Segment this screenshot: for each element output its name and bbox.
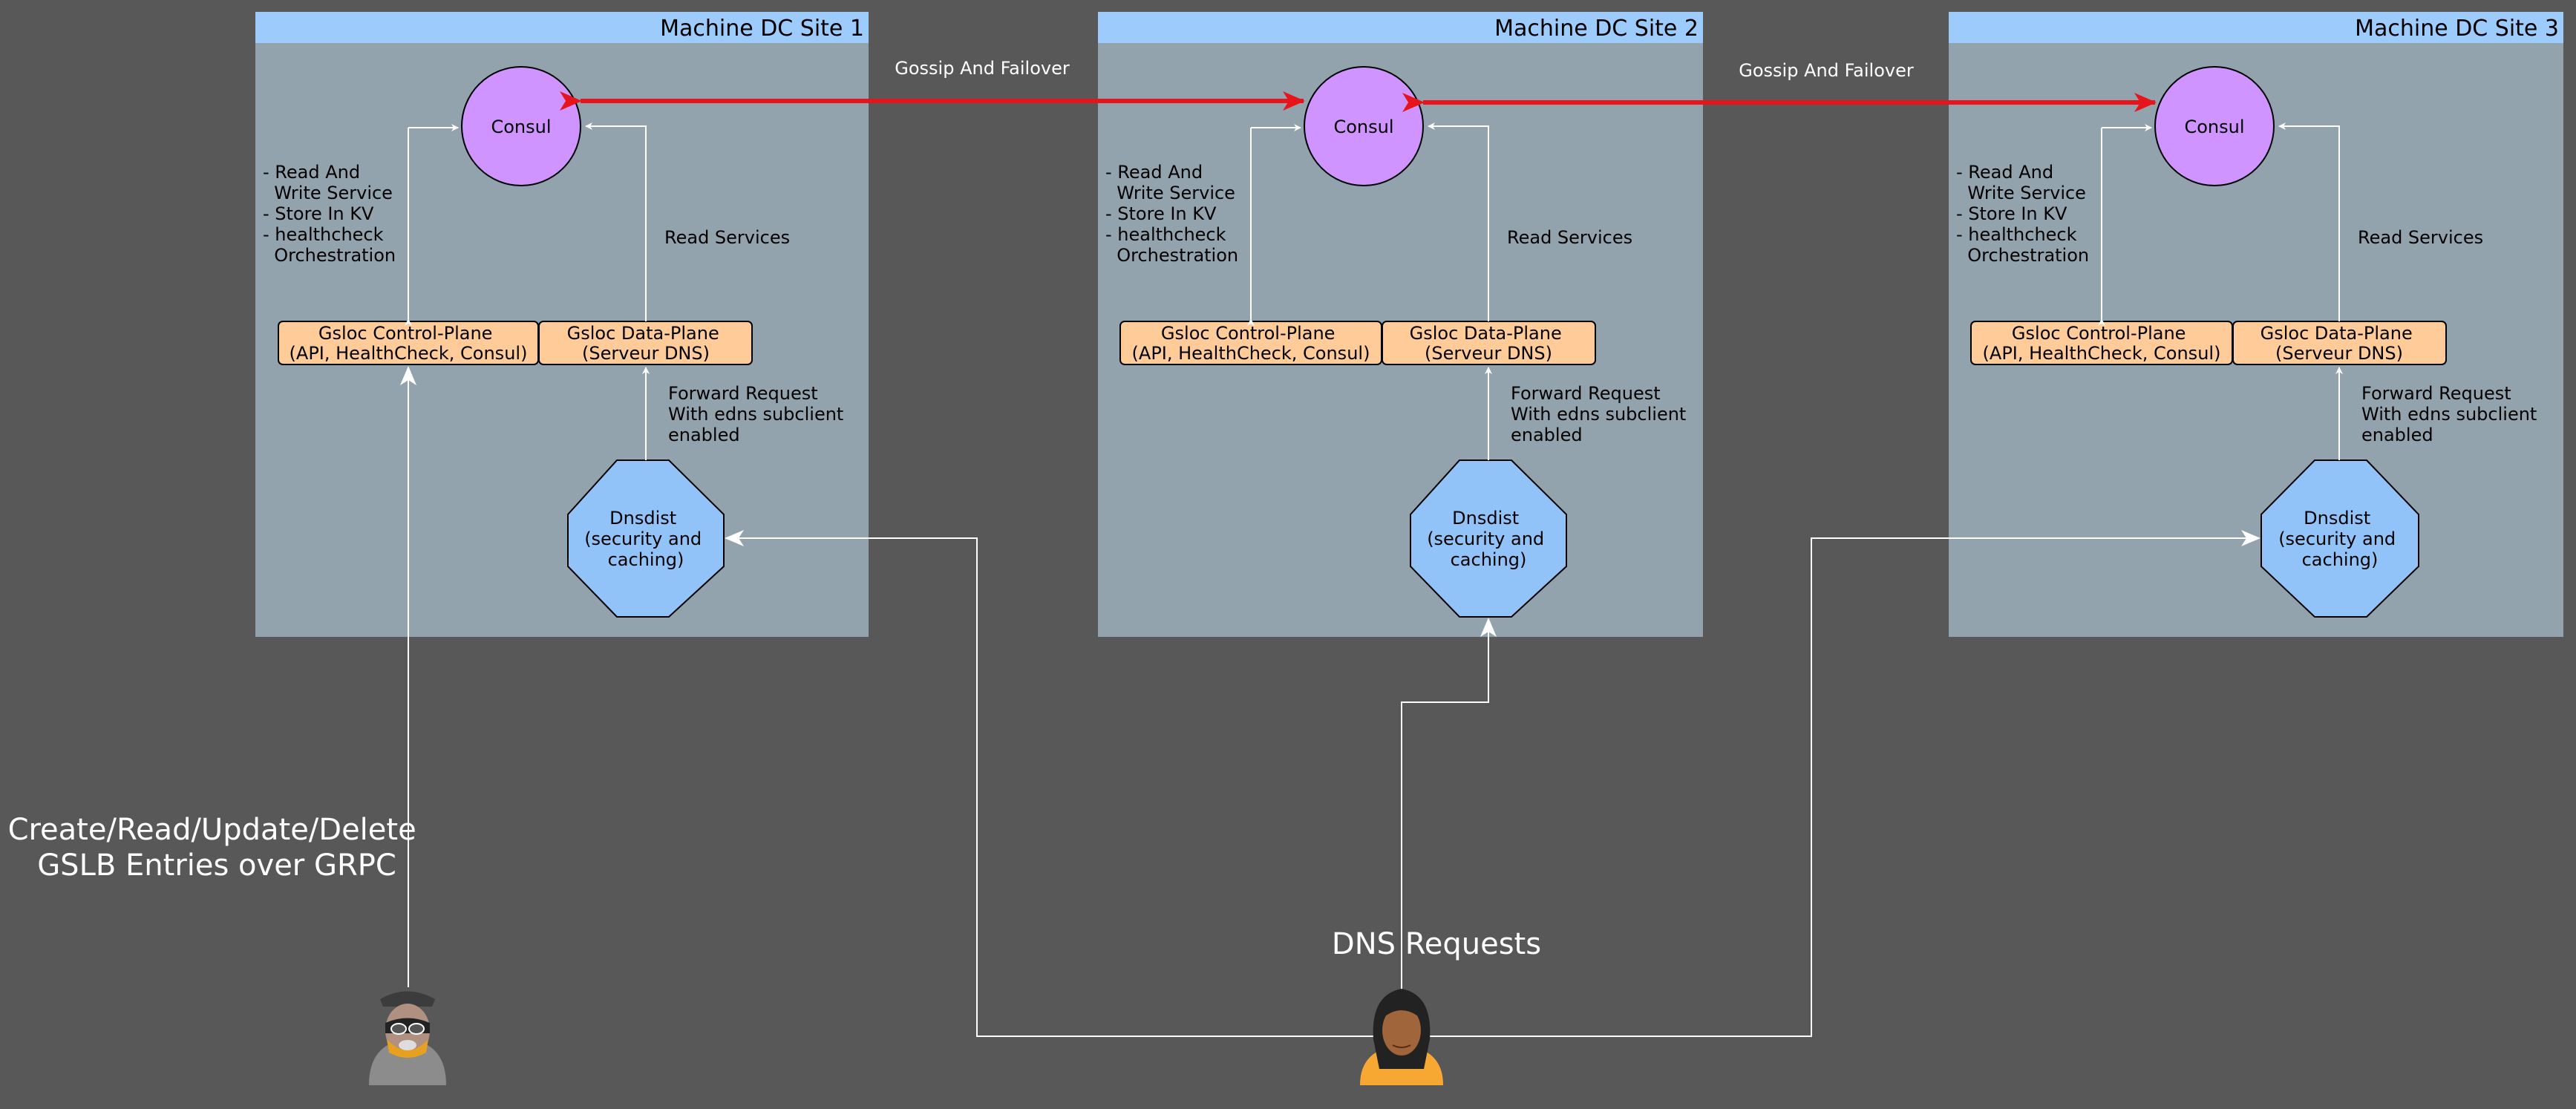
forward-request-line1: Forward Request	[668, 383, 818, 404]
connector-dataplane-to-consul	[585, 122, 647, 321]
dnsdist-octagon	[2260, 459, 2419, 618]
data-plane-line1: Gsloc Data-Plane	[567, 323, 719, 344]
site-title: Machine DC Site 2	[1494, 16, 1699, 42]
gossip-label-1: Gossip And Failover	[895, 58, 1070, 79]
admin-person-icon	[369, 991, 446, 1085]
forward-request-line3: enabled	[668, 425, 740, 445]
dnsdist-line1: Dnsdist	[609, 508, 676, 529]
control-plane-line2: (API, HealthCheck, Consul)	[290, 343, 528, 364]
control-plane-line1: Gsloc Control-Plane	[2012, 323, 2186, 344]
control-note-4: - healthcheck	[1956, 224, 2077, 245]
dnsdist-octagon	[1410, 459, 1567, 618]
read-services-label: Read Services	[1507, 227, 1632, 248]
dnsdist-octagon	[567, 459, 725, 618]
consul-node	[461, 66, 581, 186]
site-2: Machine DC Site 2 Consul Gsloc Control-P…	[1098, 12, 1703, 637]
dnsdist-line2: (security and	[584, 529, 702, 549]
dnsdist-line1: Dnsdist	[2304, 508, 2370, 529]
dnsdist-line2: (security and	[1427, 529, 1544, 549]
control-notes: - Read And Write Service - Store In KV -…	[263, 162, 432, 266]
forward-request-line2: With edns subclient	[2361, 404, 2537, 425]
control-note-3: - Store In KV	[263, 203, 374, 224]
consul-node	[2154, 66, 2275, 186]
site-header	[255, 12, 869, 43]
forward-request-label: Forward Request With edns subclient enab…	[2361, 383, 2543, 445]
control-note-2: Write Service	[1956, 183, 2086, 203]
control-note-5: Orchestration	[263, 245, 396, 266]
control-note-1: - Read And	[1105, 162, 1203, 183]
data-plane-line2: (Serveur DNS)	[2275, 343, 2403, 364]
site-header	[1949, 12, 2563, 43]
data-plane-label: Gsloc Data-Plane (Serveur DNS)	[1410, 323, 1568, 364]
forward-request-label: Forward Request With edns subclient enab…	[668, 383, 849, 445]
data-plane-line1: Gsloc Data-Plane	[2260, 323, 2413, 344]
admin-caption-line1: Create/Read/Update/Delete	[8, 813, 416, 847]
forward-request-line3: enabled	[1511, 425, 1583, 445]
control-note-1: - Read And	[263, 162, 360, 183]
control-plane-label: Gsloc Control-Plane (API, HealthCheck, C…	[290, 323, 528, 364]
connector-dns-to-site-1	[725, 530, 1381, 1037]
gossip-label-2: Gossip And Failover	[1739, 60, 1914, 81]
forward-request-line2: With edns subclient	[668, 404, 843, 425]
data-plane-line1: Gsloc Data-Plane	[1410, 323, 1562, 344]
site-3: Machine DC Site 3 Consul Gsloc Control-P…	[1949, 12, 2563, 637]
control-note-4: - healthcheck	[1105, 224, 1226, 245]
read-services-label: Read Services	[2358, 227, 2483, 248]
dnsdist-line2: (security and	[2278, 529, 2396, 549]
consul-label: Consul	[491, 117, 551, 137]
user-person-icon	[1360, 989, 1443, 1085]
forward-request-line3: enabled	[2361, 425, 2433, 445]
control-plane-line1: Gsloc Control-Plane	[1161, 323, 1336, 344]
control-note-3: - Store In KV	[1956, 203, 2067, 224]
site-1: Machine DC Site 1 Consul Gsloc Control-P…	[255, 12, 869, 637]
admin-caption-line2: GSLB Entries over GRPC	[37, 848, 396, 883]
connector-dataplane-to-consul	[1428, 122, 1489, 321]
connector-dns-to-site-3	[1410, 530, 2260, 1037]
control-plane-line2: (API, HealthCheck, Consul)	[1983, 343, 2221, 364]
site-header	[1098, 12, 1703, 43]
control-notes: - Read And Write Service - Store In KV -…	[1956, 162, 2125, 266]
control-note-2: Write Service	[1105, 183, 1235, 203]
dnsdist-line1: Dnsdist	[1452, 508, 1519, 529]
forward-request-label: Forward Request With edns subclient enab…	[1511, 383, 1692, 445]
control-notes: - Read And Write Service - Store In KV -…	[1105, 162, 1275, 266]
data-plane-line2: (Serveur DNS)	[582, 343, 710, 364]
forward-request-line1: Forward Request	[1511, 383, 1661, 404]
dnsdist-label: Dnsdist (security and caching)	[2278, 508, 2402, 570]
connector-dns-to-site-2	[1401, 618, 1497, 992]
data-plane-label: Gsloc Data-Plane (Serveur DNS)	[567, 323, 725, 364]
consul-label: Consul	[2184, 117, 2244, 137]
control-note-2: Write Service	[263, 183, 393, 203]
control-plane-line2: (API, HealthCheck, Consul)	[1132, 343, 1370, 364]
control-plane-label: Gsloc Control-Plane (API, HealthCheck, C…	[1132, 323, 1370, 364]
forward-request-line2: With edns subclient	[1511, 404, 1686, 425]
connector-dataplane-to-consul	[2278, 122, 2340, 321]
read-services-label: Read Services	[664, 227, 790, 248]
consul-node	[1304, 66, 1424, 186]
control-plane-label: Gsloc Control-Plane (API, HealthCheck, C…	[1983, 323, 2221, 364]
dnsdist-line3: caching)	[1451, 549, 1527, 570]
dnsdist-line3: caching)	[2302, 549, 2379, 570]
control-note-5: Orchestration	[1105, 245, 1238, 266]
data-plane-label: Gsloc Data-Plane (Serveur DNS)	[2260, 323, 2419, 364]
control-note-4: - healthcheck	[263, 224, 384, 245]
consul-label: Consul	[1333, 117, 1393, 137]
forward-request-line1: Forward Request	[2361, 383, 2511, 404]
dnsdist-label: Dnsdist (security and caching)	[1427, 508, 1550, 570]
control-plane-line1: Gsloc Control-Plane	[318, 323, 493, 344]
control-note-3: - Store In KV	[1105, 203, 1217, 224]
dns-requests-caption: DNS Requests	[1332, 927, 1541, 961]
admin-caption: Create/Read/Update/Delete GSLB Entries o…	[8, 813, 426, 883]
site-title: Machine DC Site 1	[660, 16, 864, 42]
data-plane-line2: (Serveur DNS)	[1425, 343, 1552, 364]
site-title: Machine DC Site 3	[2355, 16, 2559, 42]
dnsdist-line3: caching)	[608, 549, 684, 570]
dnsdist-label: Dnsdist (security and caching)	[584, 508, 707, 570]
control-note-1: - Read And	[1956, 162, 2053, 183]
control-note-5: Orchestration	[1956, 245, 2089, 266]
